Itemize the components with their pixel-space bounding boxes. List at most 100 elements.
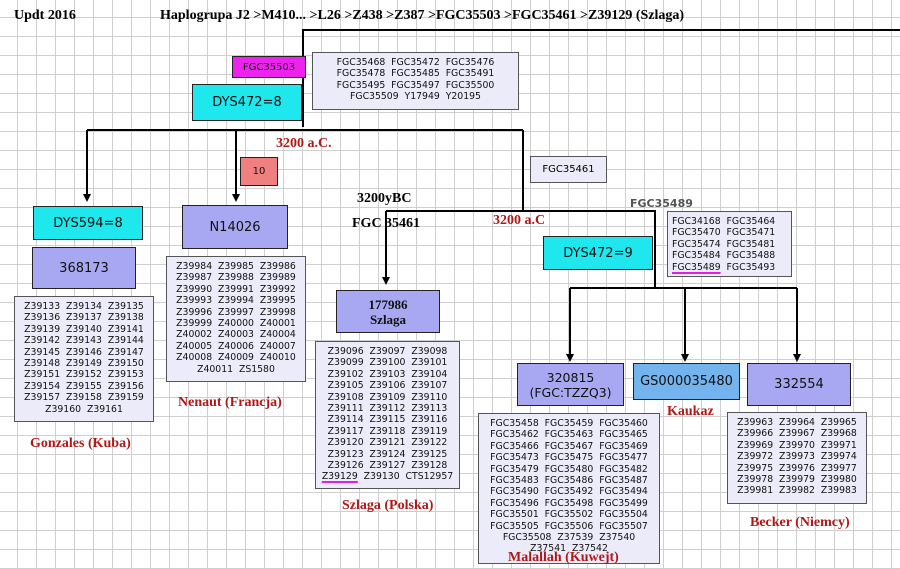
- snp-line: FGC35479 FGC35480 FGC35482: [490, 463, 648, 475]
- fgc35503-text: FGC35503: [242, 61, 296, 73]
- snp-line: Z39148 Z39149 Z39150: [24, 358, 144, 370]
- kit-177986-node: 177986 Szlaga: [336, 290, 440, 333]
- snp-line: Z39966 Z39967 Z39968: [737, 428, 857, 440]
- snp-line: FGC34168 FGC35464: [672, 216, 776, 227]
- snp-line: FGC35468 FGC35472 FGC35476: [336, 57, 495, 68]
- snp-line: FGC35490 FGC35492 FGC35494: [490, 486, 648, 498]
- snp-line: FGC35478 FGC35485 FGC35491: [336, 68, 495, 80]
- year-label: 3200yBC: [357, 191, 412, 206]
- page-title: Haplogrupa J2 >M410... >L26 >Z438 >Z387 …: [160, 8, 685, 23]
- snp-line: Z39129 Z39130 CTS12957: [320, 471, 455, 482]
- snp-line: Z39096 Z39097 Z39098: [327, 346, 448, 357]
- kit-368173-text: 368173: [59, 260, 109, 276]
- snp-line: Z39987 Z39988 Z39989: [176, 272, 296, 284]
- dys594-text: DYS594=8: [53, 215, 123, 231]
- snp-line: Z39160 Z39161: [45, 403, 123, 415]
- fgc35461-box-text: FGC35461: [542, 164, 595, 175]
- snp-line: Z39975 Z39976 Z39977: [737, 462, 857, 474]
- snp-line: Z39151 Z39152 Z39153: [24, 369, 144, 381]
- date-label-top: 3200 a.C.: [276, 136, 332, 151]
- snp-line: FGC35483 FGC35486 FGC35487: [490, 475, 648, 487]
- snp-line: Z40008 Z40009 Z40010: [176, 352, 296, 364]
- fgc35461-box: FGC35461: [530, 156, 607, 183]
- becker-snp-box: Z39963 Z39964 Z39965 Z39966 Z39967 Z3996…: [727, 412, 867, 504]
- snp-line: Z39990 Z39991 Z39992: [176, 283, 296, 295]
- snp-line: Z37541 Z37542: [530, 543, 608, 555]
- snp-line: Z39999 Z40000 Z40001: [176, 318, 296, 330]
- snp-line: Z39117 Z39118 Z39119: [327, 425, 448, 437]
- fgc35461-label: FGC 35461: [352, 216, 421, 231]
- snp-line: Z39157 Z39158 Z39159: [24, 392, 144, 404]
- snp-line: FGC35470 FGC35471: [672, 227, 776, 239]
- snp-line: Z40002 Z40003 Z40004: [176, 329, 296, 341]
- snp-line: Z40005 Z40006 Z40007: [176, 340, 296, 352]
- snp-line: Z39105 Z39106 Z39107: [327, 380, 448, 392]
- highlighted-snp: FGC35489: [672, 261, 721, 273]
- snp-line: Z39136 Z39137 Z39138: [24, 312, 144, 324]
- snp-line: FGC35489 FGC35493: [672, 262, 787, 273]
- snp-line: Z39145 Z39146 Z39147: [24, 346, 144, 358]
- snp-line: Z39993 Z39994 Z39995: [176, 295, 296, 307]
- kit-320815-node: 320815 (FGC:TZZQ3): [517, 363, 624, 406]
- middle-snp-box: FGC34168 FGC35464 FGC35470 FGC35471 FGC3…: [667, 211, 792, 277]
- becker-label: Becker (Niemcy): [750, 515, 850, 530]
- top-snp-box: FGC35468 FGC35472 FGC35476 FGC35478 FGC3…: [312, 52, 519, 110]
- snp-line: FGC35495 FGC35497 FGC35500: [336, 79, 495, 91]
- snp-line: FGC35462 FGC35463 FGC35465: [490, 429, 648, 441]
- snp-line: FGC35458 FGC35459 FGC35460: [490, 418, 648, 429]
- snp-line: Z39114 Z39115 Z39116: [327, 414, 448, 426]
- gonzales-snp-box: Z39133 Z39134 Z39135 Z39136 Z39137 Z3913…: [14, 296, 154, 422]
- connector-top: [302, 29, 900, 127]
- snp-line: FGC35501 FGC35502 FGC35504: [490, 509, 648, 521]
- dys472-8-text: DYS472=8: [212, 95, 282, 110]
- snp-line: FGC35484 FGC35488: [672, 250, 776, 262]
- kit-177986-text: 177986: [368, 296, 408, 312]
- snp-line: Z39120 Z39121 Z39122: [327, 437, 448, 449]
- snp-line: Z39108 Z39109 Z39110: [327, 391, 448, 403]
- connector-second-split: [386, 210, 656, 288]
- kaukaz-label: Kaukaz: [667, 404, 714, 419]
- kit-320815-text: 320815: [546, 369, 595, 385]
- highlighted-snp: Z39129: [321, 471, 358, 483]
- snp-line: Z39111 Z39112 Z39113: [327, 403, 448, 415]
- snp-line: FGC35496 FGC35498 FGC35499: [490, 497, 648, 509]
- dys594-node: DYS594=8: [33, 206, 143, 240]
- snp-line: Z39123 Z39124 Z39125: [327, 448, 448, 460]
- date-label-middle: 3200 a.C: [493, 213, 546, 228]
- snp-line: Z39154 Z39155 Z39156: [24, 380, 144, 392]
- snp-line: FGC35508 Z37539 Z37540: [502, 532, 636, 544]
- snp-line: Z39984 Z39985 Z39986: [176, 261, 296, 272]
- szlaga-label: Szlaga (Polska): [342, 498, 434, 513]
- snp-text: FGC35493: [720, 261, 776, 273]
- count-tag-text: 10: [252, 166, 266, 177]
- kit-320815-sub-text: (FGC:TZZQ3): [529, 384, 612, 400]
- kit-gs000035480-node: GS000035480: [633, 363, 740, 400]
- snp-line: Z39133 Z39134 Z39135: [24, 301, 144, 312]
- snp-line: FGC35474 FGC35481: [672, 238, 776, 250]
- kit-332554-node: 332554: [747, 363, 851, 406]
- kit-368173-node: 368173: [32, 247, 136, 289]
- dys472-8-node: DYS472=8: [192, 84, 302, 121]
- dys472-9-text: DYS472=9: [563, 245, 633, 261]
- snp-line: Z39142 Z39143 Z39144: [24, 335, 144, 347]
- snp-line: FGC35473 FGC35475 FGC35477: [490, 452, 648, 464]
- snp-line: Z39126 Z39127 Z39128: [327, 460, 448, 472]
- nenaut-label: Nenaut (Francja): [178, 395, 282, 410]
- snp-line: Z39978 Z39979 Z39980: [737, 474, 857, 486]
- snp-text: Z39130 CTS12957: [357, 471, 454, 483]
- snp-line: Z39099 Z39100 Z39101: [327, 357, 448, 369]
- nenaut-snp-box: Z39984 Z39985 Z39986 Z39987 Z39988 Z3998…: [166, 256, 306, 382]
- snp-line: FGC35505 FGC35506 FGC35507: [490, 520, 648, 532]
- szlaga-snp-box: Z39096 Z39097 Z39098 Z39099 Z39100 Z3910…: [315, 341, 460, 489]
- snp-line: Z39102 Z39103 Z39104: [327, 368, 448, 380]
- malallah-snp-box: FGC35458 FGC35459 FGC35460 FGC35462 FGC3…: [478, 413, 660, 564]
- kit-n14026-node: N14026: [182, 205, 288, 249]
- gonzales-label: Gonzales (Kuba): [30, 436, 131, 451]
- fgc35489-gray-label: FGC35489: [630, 197, 693, 210]
- snp-line: FGC35509 Y17949 Y20195: [350, 91, 481, 103]
- snp-line: Z39981 Z39982 Z39983: [737, 485, 857, 497]
- malallah-label: Malallah (Kuwejt): [508, 550, 619, 565]
- snp-line: Z39972 Z39973 Z39974: [737, 451, 857, 463]
